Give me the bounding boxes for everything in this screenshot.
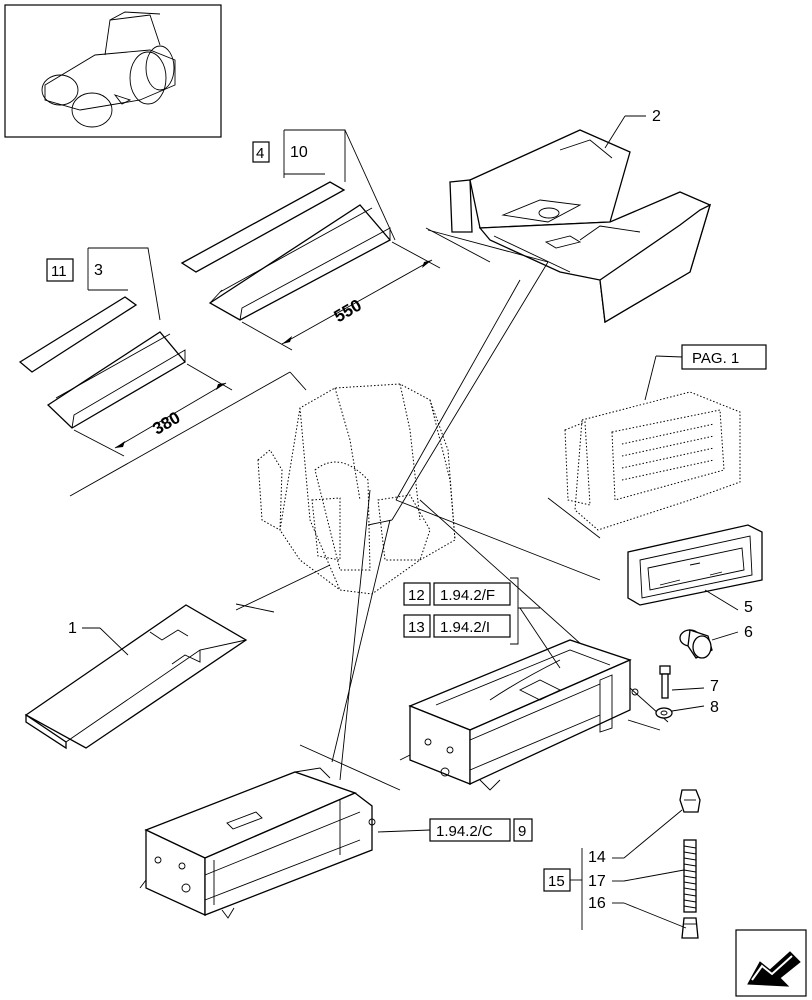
callout-2: 2 <box>604 108 661 149</box>
ref-13-label: 1.94.2/I <box>440 619 490 636</box>
callout-13-label: 13 <box>408 619 425 636</box>
cab-outline <box>257 383 456 595</box>
pag1-label: PAG. 1 <box>692 350 739 367</box>
callout-8-label: 8 <box>710 699 719 716</box>
callout-10-label: 10 <box>290 144 308 161</box>
fitting-part-16 <box>681 917 699 939</box>
callout-6-label: 6 <box>744 624 753 641</box>
ref-12-box[interactable] <box>433 582 511 606</box>
washer-part-8 <box>655 707 673 719</box>
callout-3-label: 3 <box>94 262 103 279</box>
vent-grille-part-5 <box>627 524 763 606</box>
callout-12-box <box>403 582 431 606</box>
callout-5-label: 5 <box>744 599 753 616</box>
next-page-arrow-icon[interactable] <box>735 929 807 997</box>
callout-3: 11 3 <box>46 247 161 321</box>
ref-13-box[interactable] <box>433 614 511 638</box>
mat-part-10 <box>180 181 392 321</box>
callout-14-16-17: 15 14 17 16 <box>543 809 687 930</box>
ref-9-box[interactable] <box>429 818 511 842</box>
callout-11-box <box>46 258 74 282</box>
ref-9-label: 1.94.2/C <box>436 823 493 840</box>
callout-1: 1 <box>68 620 129 656</box>
callout-15-label: 15 <box>548 873 565 890</box>
heater-unit-upper <box>399 639 639 791</box>
dim-380-label: 380 <box>149 408 183 439</box>
callout-5: 5 <box>704 589 753 616</box>
callout-7: 7 <box>671 678 719 695</box>
callout-9-label: 9 <box>518 823 526 840</box>
callout-14-label: 14 <box>588 849 606 866</box>
callout-9-box <box>513 818 533 842</box>
callout-6: 6 <box>711 624 753 641</box>
spring-tube-part-17 <box>683 839 697 913</box>
floor-mat-part-2 <box>449 129 712 324</box>
callout-10: 4 10 <box>252 129 396 241</box>
vent-assembly <box>564 391 741 531</box>
callout-8: 8 <box>671 699 719 716</box>
tray-part-1 <box>24 604 248 750</box>
callout-12-13: 12 1.94.2/F 13 1.94.2/I <box>403 577 540 645</box>
callout-pag1: PAG. 1 <box>655 344 767 370</box>
callout-9: 1.94.2/C 9 <box>429 818 533 842</box>
callout-12-label: 12 <box>408 587 425 604</box>
bolt-part-7 <box>659 665 671 699</box>
plug-part-6 <box>679 629 713 659</box>
pag1-box[interactable] <box>681 344 767 370</box>
callout-11-label: 11 <box>51 263 67 280</box>
callout-4-label: 4 <box>256 145 264 162</box>
mat-part-3 <box>18 296 186 429</box>
callout-17-label: 17 <box>588 873 606 890</box>
leader-line <box>69 371 291 497</box>
connector-part-14 <box>679 789 701 813</box>
heater-unit-lower <box>139 767 376 919</box>
callout-7-label: 7 <box>710 678 719 695</box>
tractor-thumbnail <box>4 4 222 138</box>
callout-16-label: 16 <box>588 895 606 912</box>
callout-2-label: 2 <box>652 108 661 125</box>
callout-1-label: 1 <box>68 620 77 637</box>
ref-12-label: 1.94.2/F <box>440 587 495 604</box>
callout-13-box <box>403 614 431 638</box>
callout-4-box <box>252 141 270 163</box>
